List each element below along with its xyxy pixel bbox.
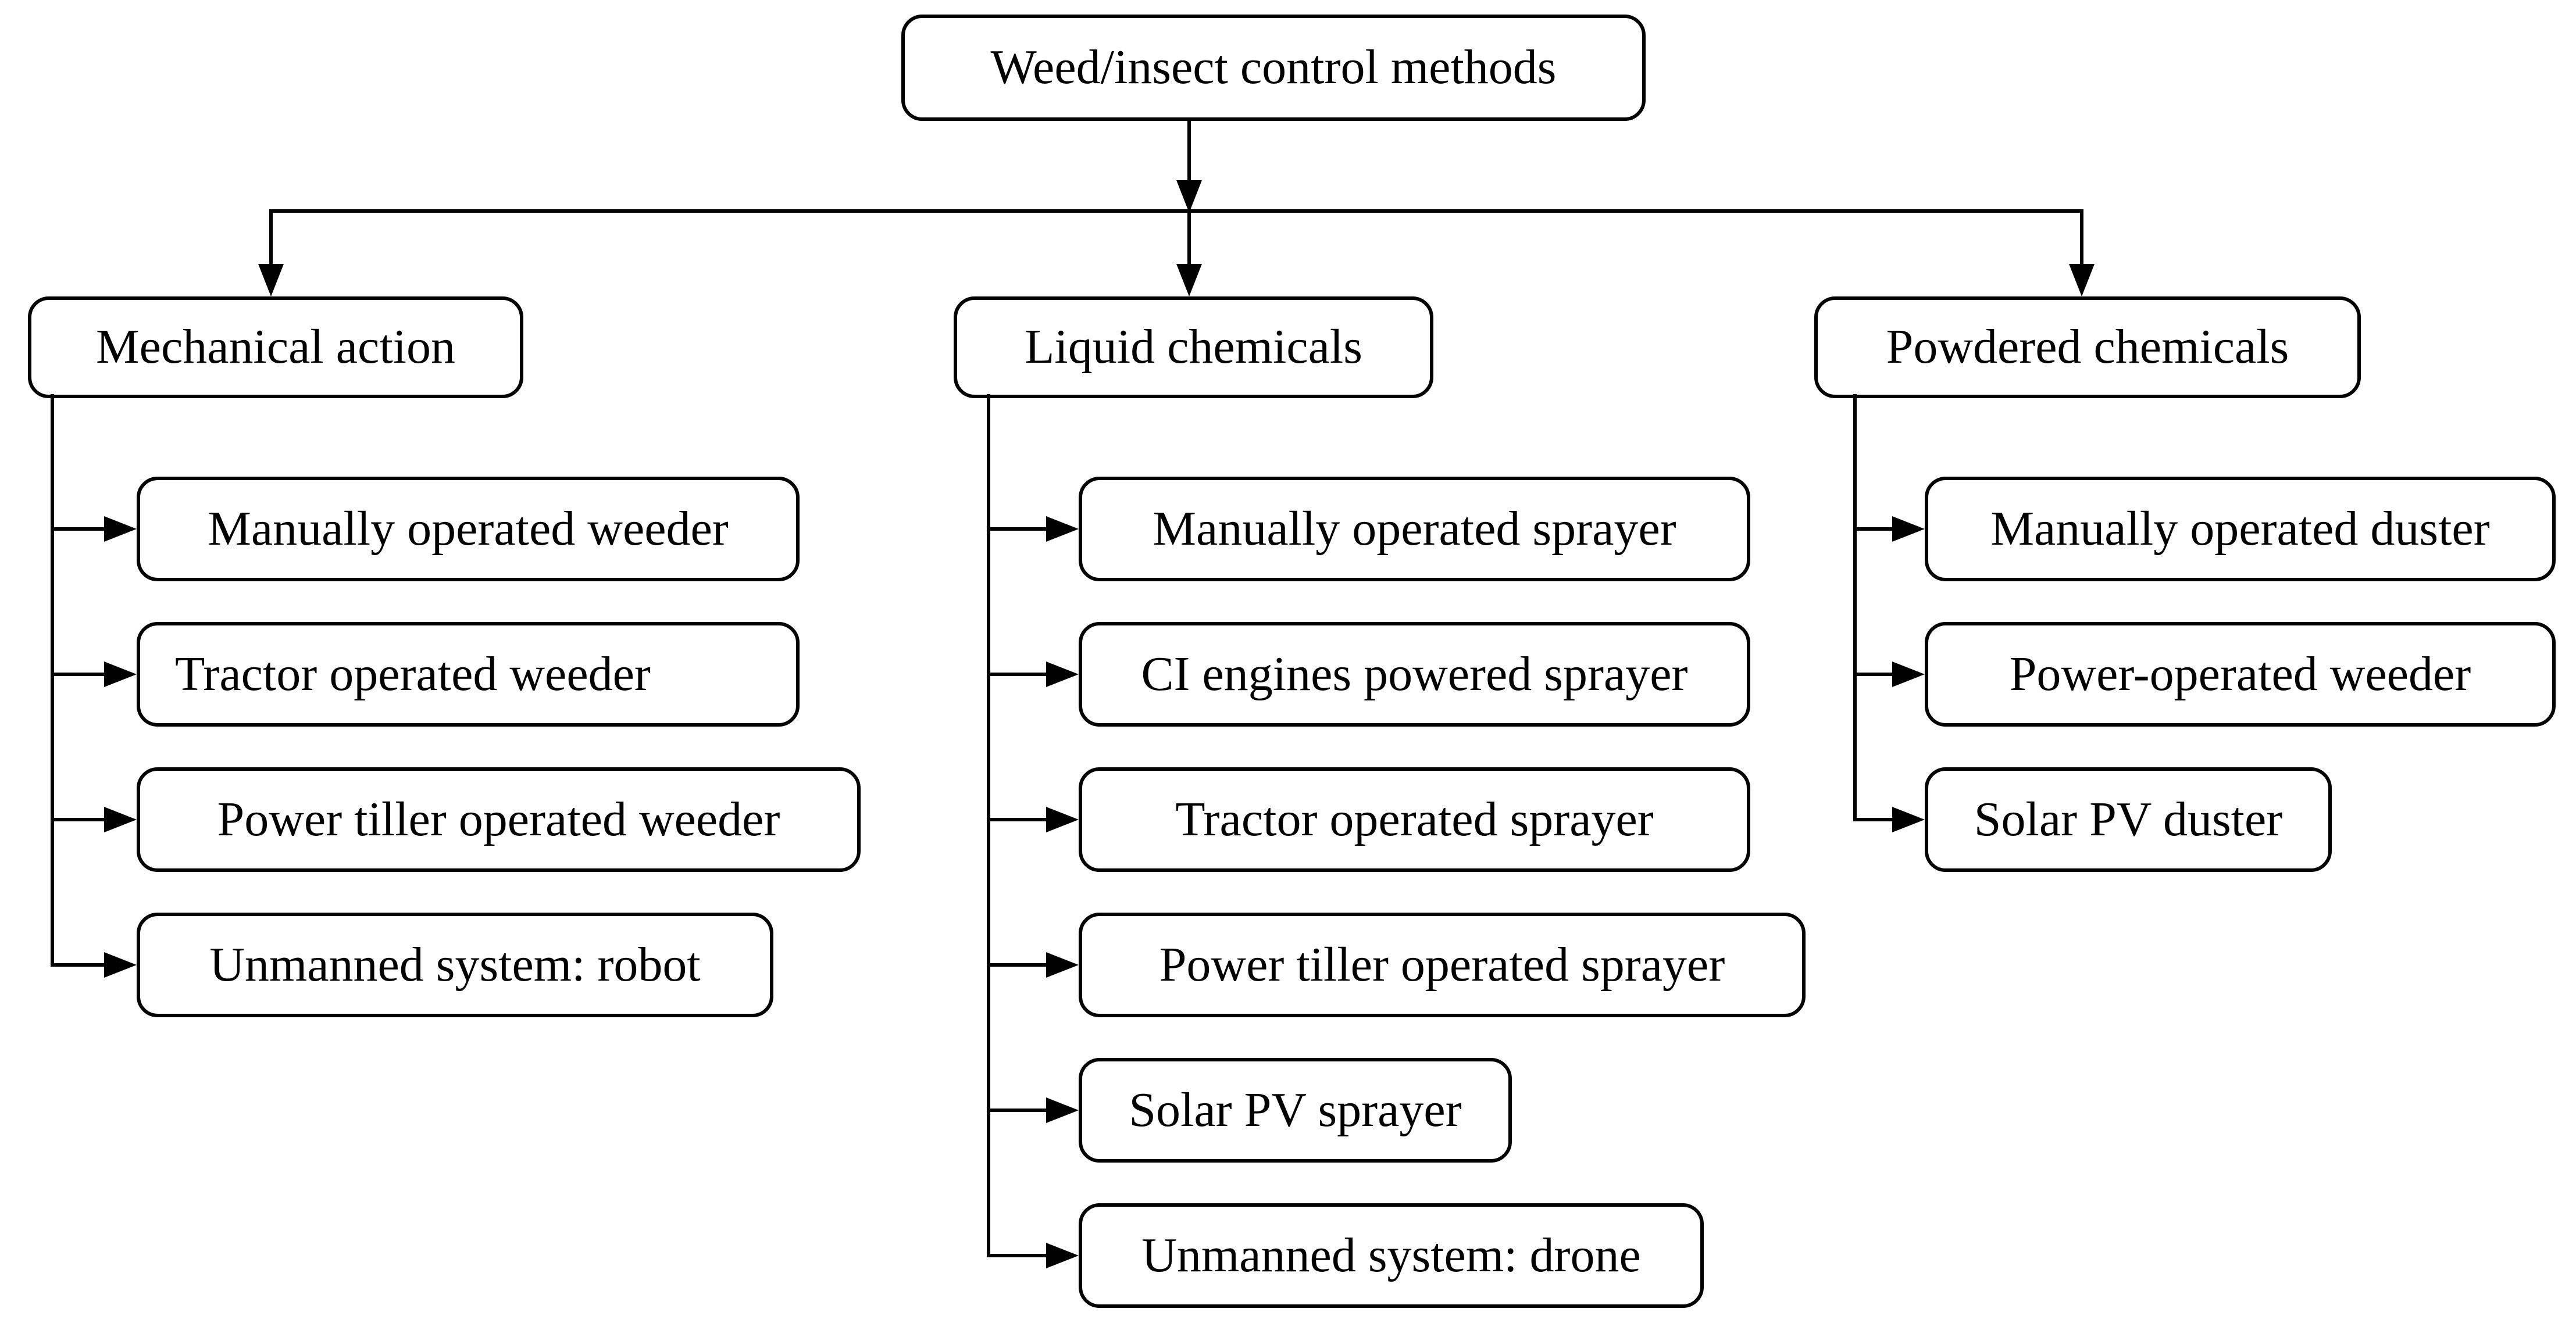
arrow-right-icon bbox=[1892, 807, 1925, 832]
arrow-down-icon bbox=[258, 264, 284, 296]
node-label: CI engines powered sprayer bbox=[1141, 646, 1688, 701]
node-manually-operated-duster: Manually operated duster bbox=[1925, 477, 2556, 581]
connector-stub bbox=[1853, 673, 1892, 676]
node-label: Manually operated weeder bbox=[208, 501, 729, 556]
arrow-right-icon bbox=[1046, 1243, 1079, 1268]
connector-stub bbox=[51, 963, 104, 967]
node-power-tiller-operated-sprayer: Power tiller operated sprayer bbox=[1079, 913, 1806, 1017]
connector-stub bbox=[987, 527, 1046, 531]
node-label: Power-operated weeder bbox=[2009, 646, 2471, 701]
arrow-right-icon bbox=[1046, 1097, 1079, 1123]
connector-drop-mechanical bbox=[269, 213, 273, 264]
arrow-right-icon bbox=[1046, 662, 1079, 687]
arrow-down-icon bbox=[1176, 264, 1202, 296]
node-label: Unmanned system: robot bbox=[209, 937, 701, 992]
node-label: Unmanned system: drone bbox=[1141, 1228, 1641, 1282]
arrow-right-icon bbox=[1046, 807, 1079, 832]
connector-trunk-liquid bbox=[987, 394, 990, 1257]
arrow-right-icon bbox=[1046, 952, 1079, 978]
node-solar-pv-duster: Solar PV duster bbox=[1925, 767, 2332, 872]
arrow-right-icon bbox=[104, 516, 137, 542]
arrow-right-icon bbox=[104, 662, 137, 687]
node-power-tiller-operated-weeder: Power tiller operated weeder bbox=[137, 767, 861, 872]
connector-stub bbox=[1853, 527, 1892, 531]
arrow-right-icon bbox=[1046, 516, 1079, 542]
connector-stub bbox=[987, 1109, 1046, 1112]
node-root-label: Weed/insect control methods bbox=[990, 40, 1557, 95]
node-tractor-operated-weeder: Tractor operated weeder bbox=[137, 622, 800, 727]
arrow-down-icon bbox=[1176, 180, 1202, 213]
connector-stub bbox=[1853, 818, 1892, 821]
node-label: Power tiller operated sprayer bbox=[1159, 937, 1725, 992]
node-liquid-chemicals-label: Liquid chemicals bbox=[1025, 320, 1362, 374]
node-ci-engines-powered-sprayer: CI engines powered sprayer bbox=[1079, 622, 1750, 727]
node-mechanical-action: Mechanical action bbox=[28, 296, 523, 398]
node-powdered-chemicals: Powdered chemicals bbox=[1814, 296, 2361, 398]
connector-stub bbox=[987, 818, 1046, 821]
node-manually-operated-sprayer: Manually operated sprayer bbox=[1079, 477, 1750, 581]
node-label: Solar PV sprayer bbox=[1129, 1082, 1462, 1137]
node-unmanned-system-drone: Unmanned system: drone bbox=[1079, 1203, 1704, 1308]
connector-stub bbox=[987, 1254, 1046, 1257]
node-liquid-chemicals: Liquid chemicals bbox=[954, 296, 1433, 398]
connector-stub bbox=[51, 527, 104, 531]
node-tractor-operated-sprayer: Tractor operated sprayer bbox=[1079, 767, 1750, 872]
arrow-right-icon bbox=[104, 952, 137, 978]
connector-drop-powdered bbox=[2080, 213, 2083, 264]
connector-trunk-mechanical bbox=[51, 394, 54, 967]
node-manually-operated-weeder: Manually operated weeder bbox=[137, 477, 800, 581]
connector-stub bbox=[51, 673, 104, 676]
arrow-down-icon bbox=[2069, 264, 2095, 296]
node-unmanned-system-robot: Unmanned system: robot bbox=[137, 913, 773, 1017]
node-solar-pv-sprayer: Solar PV sprayer bbox=[1079, 1058, 1512, 1163]
node-power-operated-weeder: Power-operated weeder bbox=[1925, 622, 2556, 727]
connector-root-drop-line bbox=[1187, 121, 1191, 181]
arrow-right-icon bbox=[1892, 662, 1925, 687]
connector-drop-liquid bbox=[1187, 213, 1191, 264]
node-mechanical-action-label: Mechanical action bbox=[95, 320, 456, 374]
connector-stub bbox=[987, 673, 1046, 676]
connector-stub bbox=[51, 818, 104, 821]
connector-stub bbox=[987, 963, 1046, 967]
node-label: Solar PV duster bbox=[1974, 792, 2283, 846]
node-root: Weed/insect control methods bbox=[901, 15, 1646, 121]
connector-distribution-line bbox=[269, 209, 2083, 213]
node-label: Tractor operated weeder bbox=[175, 646, 651, 701]
connector-trunk-powdered bbox=[1853, 394, 1857, 821]
node-label: Manually operated duster bbox=[1990, 501, 2490, 556]
node-powdered-chemicals-label: Powdered chemicals bbox=[1886, 320, 2289, 374]
node-label: Manually operated sprayer bbox=[1153, 501, 1676, 556]
arrow-right-icon bbox=[104, 807, 137, 832]
arrow-right-icon bbox=[1892, 516, 1925, 542]
node-label: Tractor operated sprayer bbox=[1175, 792, 1654, 846]
node-label: Power tiller operated weeder bbox=[217, 792, 780, 846]
